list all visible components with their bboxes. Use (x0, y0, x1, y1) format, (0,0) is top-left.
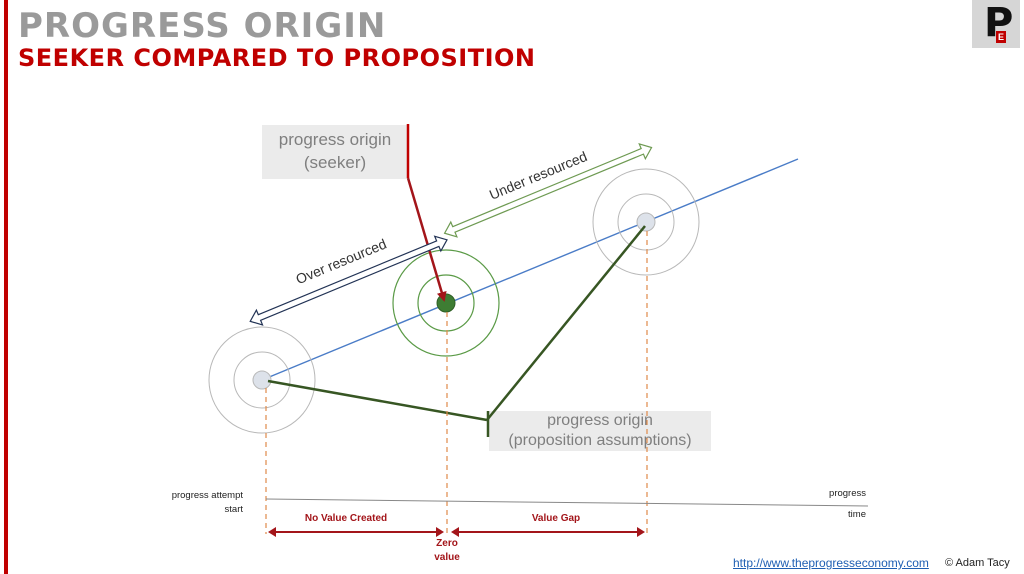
page-subtitle: SEEKER COMPARED TO PROPOSITION (18, 44, 536, 72)
seeker-callout-line2: (seeker) (303, 153, 367, 172)
value-gap-span (451, 527, 645, 537)
attempt-start-node (208, 326, 316, 434)
proposition-callout-line1: progress origin (547, 412, 653, 429)
time-axis (265, 498, 869, 507)
proposition-callout-line2: (proposition assumptions) (508, 432, 692, 449)
trend-line (261, 158, 799, 381)
page-title: PROGRESS ORIGIN (18, 6, 387, 46)
vertical-guides (265, 231, 648, 534)
logo: P E (972, 0, 1020, 48)
attempt-start-label-line2: start (225, 504, 244, 515)
proposition-origin-callout: progress origin (proposition assumptions… (489, 411, 711, 451)
attempt-start-label-line1: progress attempt (172, 490, 244, 501)
zero-value-label-line1: Zero (436, 538, 458, 549)
seeker-origin-pointer (406, 124, 447, 302)
value-gap-label: Value Gap (532, 513, 580, 524)
copyright-text: © Adam Tacy (945, 557, 1010, 569)
seeker-callout-line1: progress origin (278, 130, 392, 149)
axis-progress-label: progress (829, 488, 866, 499)
left-accent-bar (4, 0, 8, 574)
seeker-origin-node (392, 249, 500, 357)
proposition-assumption-lines (267, 225, 646, 437)
no-value-created-label: No Value Created (305, 513, 387, 524)
seeker-origin-callout: progress origin (seeker) (262, 125, 408, 179)
under-resourced-arrow (443, 143, 653, 238)
zero-value-label-line2: value (434, 552, 460, 563)
website-link[interactable]: http://www.theprogresseconomy.com (733, 556, 929, 570)
no-value-created-span (268, 527, 444, 537)
proposition-node (592, 168, 700, 276)
over-resourced-arrow (249, 235, 448, 326)
logo-mark: E (996, 31, 1006, 43)
over-resourced-label: Over resourced (293, 236, 388, 288)
axis-time-label: time (848, 509, 866, 520)
